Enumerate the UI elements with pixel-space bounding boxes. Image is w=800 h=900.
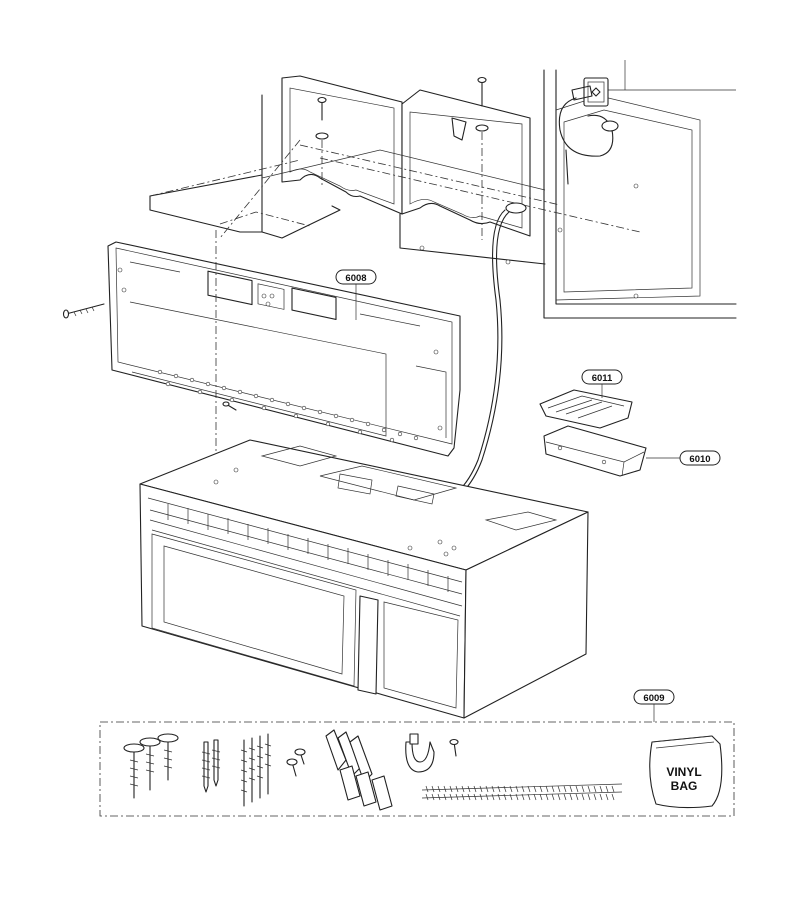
- mounting-plate: [107, 241, 461, 457]
- vinyl-bag-label-line2: BAG: [671, 779, 698, 793]
- callout-6010: 6010: [646, 450, 721, 466]
- callout-6011-text: 6011: [592, 373, 613, 384]
- cabinet-screws: [315, 76, 489, 141]
- callout-6008: 6008: [335, 269, 377, 320]
- hardware-kit: VINYL BAG: [99, 721, 735, 817]
- callout-6009-text: 6009: [643, 693, 664, 704]
- power-outlet: [571, 77, 609, 107]
- callout-6009: 6009: [633, 689, 675, 722]
- wall-screw: [62, 303, 105, 319]
- damper: [539, 389, 633, 429]
- upper-cabinets: [149, 60, 737, 319]
- callout-6008-text: 6008: [345, 273, 366, 284]
- callout-6011: 6011: [581, 369, 623, 398]
- vinyl-bag: [649, 735, 723, 809]
- plate-screw: [222, 401, 237, 411]
- microwave-oven: [139, 439, 589, 719]
- callout-6010-text: 6010: [689, 454, 710, 465]
- exhaust-adaptor: [543, 425, 647, 477]
- vinyl-bag-label-line1: VINYL: [666, 765, 701, 779]
